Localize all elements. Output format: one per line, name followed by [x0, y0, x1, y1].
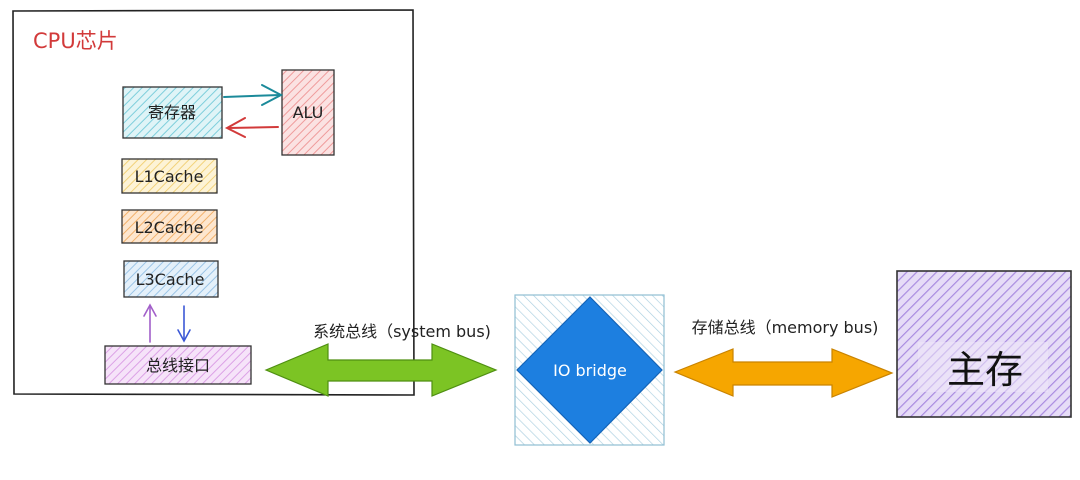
bus-interface-box: 总线接口 — [104, 345, 252, 385]
l2-cache-box: L2Cache — [121, 209, 218, 244]
main-memory-box: 主存 — [896, 270, 1072, 418]
arrow-up — [143, 303, 157, 343]
cpu-chip-frame — [12, 9, 415, 396]
arrow-alu-to-registers — [224, 117, 279, 138]
alu-label: ALU — [293, 103, 324, 122]
system-bus-arrow — [264, 343, 498, 397]
l2-cache-label: L2Cache — [135, 218, 204, 237]
io-bridge: IO bridge — [514, 294, 665, 446]
registers-label: 寄存器 — [148, 103, 196, 122]
system-bus-label: 系统总线（system bus) — [313, 322, 491, 341]
io-bridge-label: IO bridge — [553, 361, 627, 380]
l1-cache-box: L1Cache — [121, 158, 218, 194]
alu-box: ALU — [281, 69, 335, 156]
memory-bus-arrow — [673, 348, 894, 398]
bus-interface-label: 总线接口 — [146, 356, 210, 375]
l3-cache-label: L3Cache — [136, 270, 205, 289]
arrow-down — [177, 305, 191, 343]
registers-box: 寄存器 — [122, 86, 223, 139]
cpu-chip-title: CPU芯片 — [33, 29, 118, 53]
memory-bus-label: 存储总线（memory bus) — [692, 318, 879, 337]
l1-cache-label: L1Cache — [135, 167, 204, 186]
arrow-registers-to-alu — [223, 84, 284, 106]
main-memory-label: 主存 — [947, 348, 1023, 392]
l3-cache-box: L3Cache — [123, 260, 219, 298]
